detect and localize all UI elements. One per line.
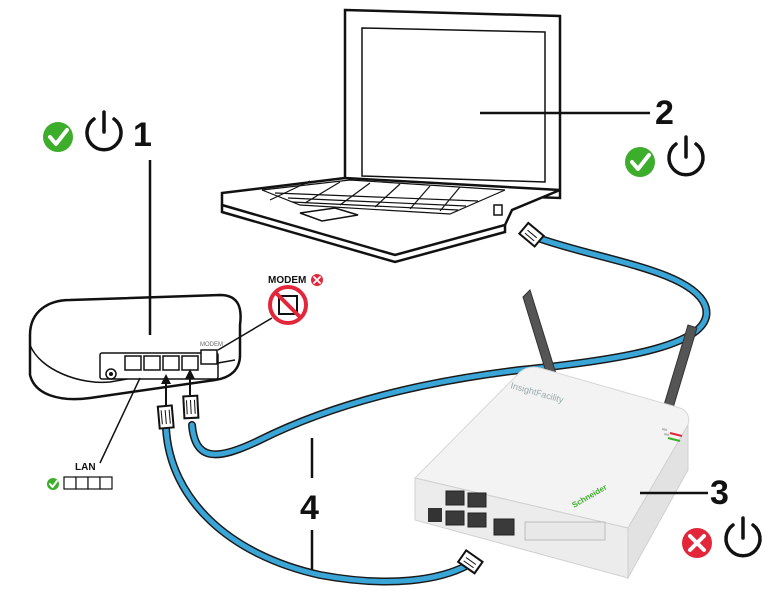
rj45-connectors [156, 221, 546, 575]
gateway-callout-number: 3 [710, 474, 729, 512]
insightfacility-gateway: InsightFacility Schneider [414, 289, 708, 580]
lan-label: LAN [75, 462, 96, 473]
router-callout-number: 1 [133, 116, 152, 154]
check-circle-icon [43, 122, 73, 152]
gateway-status: 3 [682, 474, 762, 558]
modem-not-used: MODEM [217, 274, 323, 351]
check-circle-icon [47, 478, 59, 490]
check-circle-icon [625, 147, 655, 177]
ethernet-cables [162, 234, 711, 586]
laptop-ethernet-port [493, 204, 503, 216]
laptop-callout-number: 2 [655, 94, 674, 132]
rj45-connector [156, 404, 175, 430]
modem-leader-line [217, 317, 273, 351]
laptop-touchpad [299, 207, 359, 222]
laptop-keyboard [261, 179, 506, 215]
rj45-connector [182, 394, 200, 420]
lan-ports-indicator: LAN [47, 377, 141, 490]
power-icon [724, 516, 762, 558]
router: MODEM [28, 160, 242, 401]
router-modem-port-label: MODEM [200, 342, 223, 348]
power-icon [667, 135, 705, 177]
plug-in-arrows [161, 369, 195, 405]
cable-callout-number: 4 [300, 489, 319, 527]
router-status: 1 [43, 110, 152, 154]
x-circle-icon [682, 528, 712, 558]
cable-callout: 4 [300, 438, 319, 570]
x-circle-icon [311, 274, 323, 286]
gateway-ports [428, 490, 606, 541]
laptop [220, 8, 650, 264]
modem-label: MODEM [268, 275, 306, 286]
rj45-connector [456, 548, 484, 575]
power-icon [85, 110, 123, 152]
gateway-leds [661, 428, 683, 442]
laptop-status: 2 [625, 94, 705, 177]
no-connection-icon [268, 285, 308, 325]
rj45-connector [517, 221, 546, 248]
